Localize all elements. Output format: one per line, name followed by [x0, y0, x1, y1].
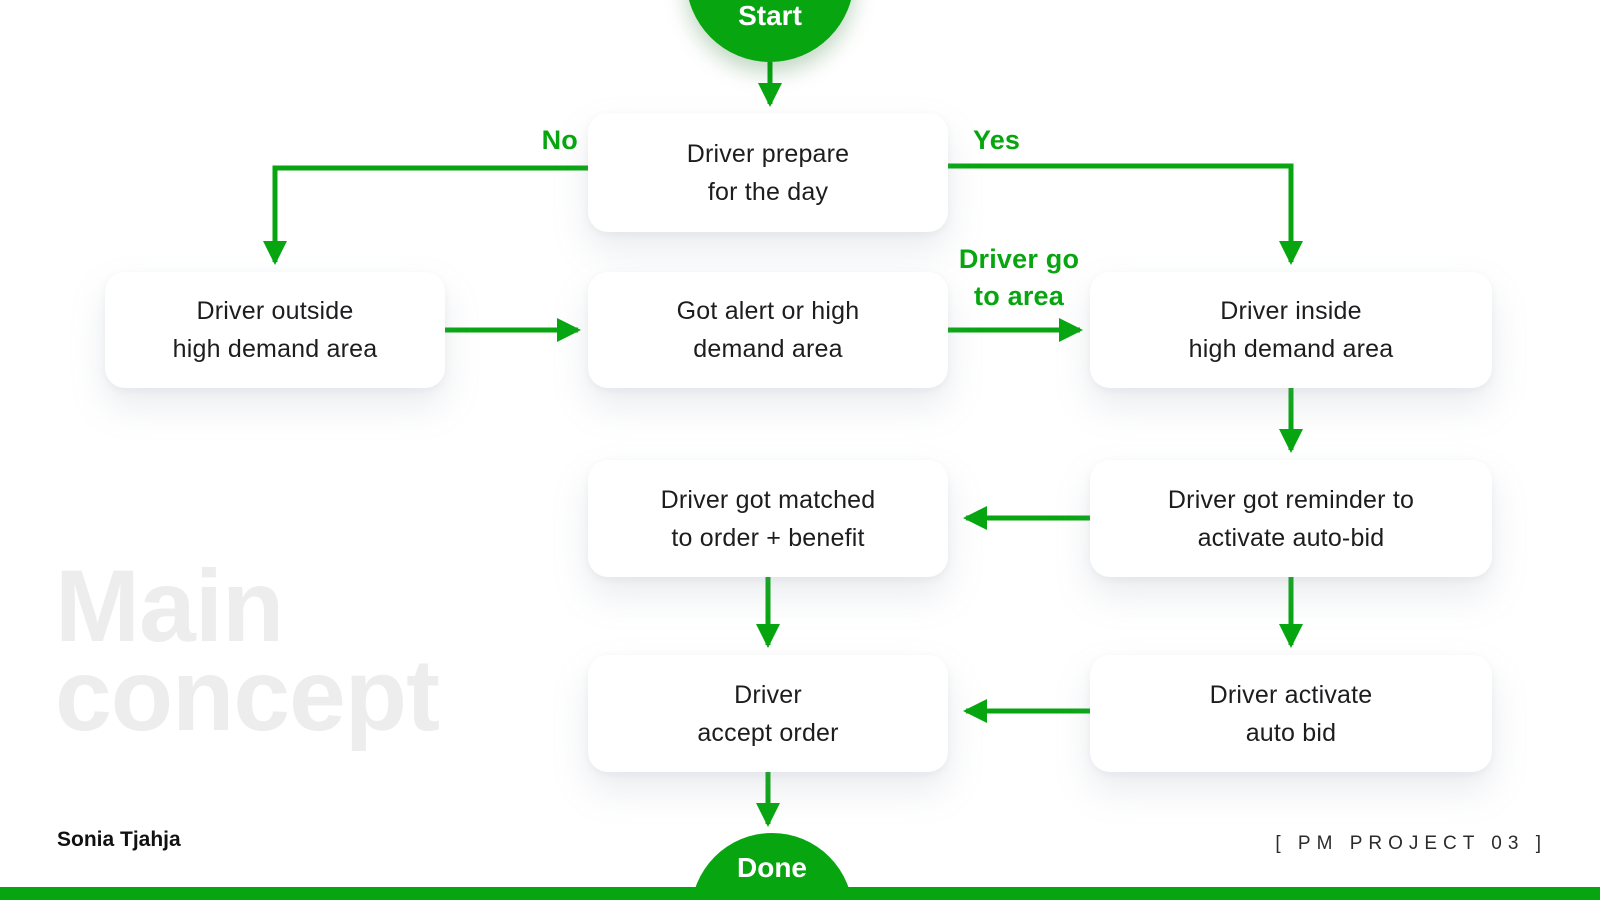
- done-label: Done: [737, 852, 807, 883]
- bottom-accent-bar: [0, 887, 1600, 900]
- node-driver-inside-area: Driver inside high demand area: [1090, 272, 1492, 388]
- node-text: activate auto-bid: [1197, 523, 1385, 552]
- watermark-line1: Main: [55, 549, 284, 663]
- node-text: to order + benefit: [671, 523, 865, 552]
- node-driver-activate-autobid: Driver activate auto bid: [1090, 655, 1492, 772]
- edge-label-no: No: [541, 125, 578, 155]
- project-tag: [ PM PROJECT 03 ]: [1275, 833, 1547, 854]
- start-label: Start: [738, 0, 802, 31]
- node-text: accept order: [697, 718, 839, 747]
- node-text: Driver prepare: [686, 139, 850, 168]
- edge-label-yes: Yes: [973, 125, 1021, 155]
- edge-prepare-to-outside-no: [263, 165, 588, 265]
- node-text: Got alert or high: [676, 297, 860, 325]
- node-text: Driver activate: [1209, 680, 1373, 709]
- node-text: high demand area: [1188, 335, 1394, 363]
- node-text: auto bid: [1245, 718, 1337, 747]
- watermark-main-concept: Main concept: [55, 549, 440, 752]
- node-text: Driver got matched: [660, 485, 876, 514]
- node-text: Driver inside: [1220, 297, 1362, 325]
- edge-label-driver-go-to-area: Driver go to area: [929, 241, 1109, 315]
- node-text: high demand area: [172, 335, 378, 363]
- node-driver-accept-order: Driver accept order: [588, 655, 948, 772]
- node-driver-matched: Driver got matched to order + benefit: [588, 460, 948, 577]
- node-reminder-autobid: Driver got reminder to activate auto-bid: [1090, 460, 1492, 577]
- node-text: Driver: [734, 680, 802, 709]
- edge-label-go-line1: Driver go: [958, 244, 1080, 274]
- node-text: Driver got reminder to: [1167, 485, 1415, 514]
- node-text: for the day: [707, 177, 829, 206]
- node-driver-outside-area: Driver outside high demand area: [105, 272, 445, 388]
- start-terminal: Start: [686, 0, 854, 62]
- author-name: Sonia Tjahja: [57, 828, 181, 851]
- node-text: Driver outside: [196, 297, 354, 325]
- edge-label-go-line2: to area: [974, 281, 1064, 311]
- node-text: demand area: [693, 335, 843, 363]
- watermark-line2: concept: [55, 638, 440, 752]
- node-driver-prepare: Driver prepare for the day: [588, 113, 948, 232]
- node-got-alert: Got alert or high demand area: [588, 272, 948, 388]
